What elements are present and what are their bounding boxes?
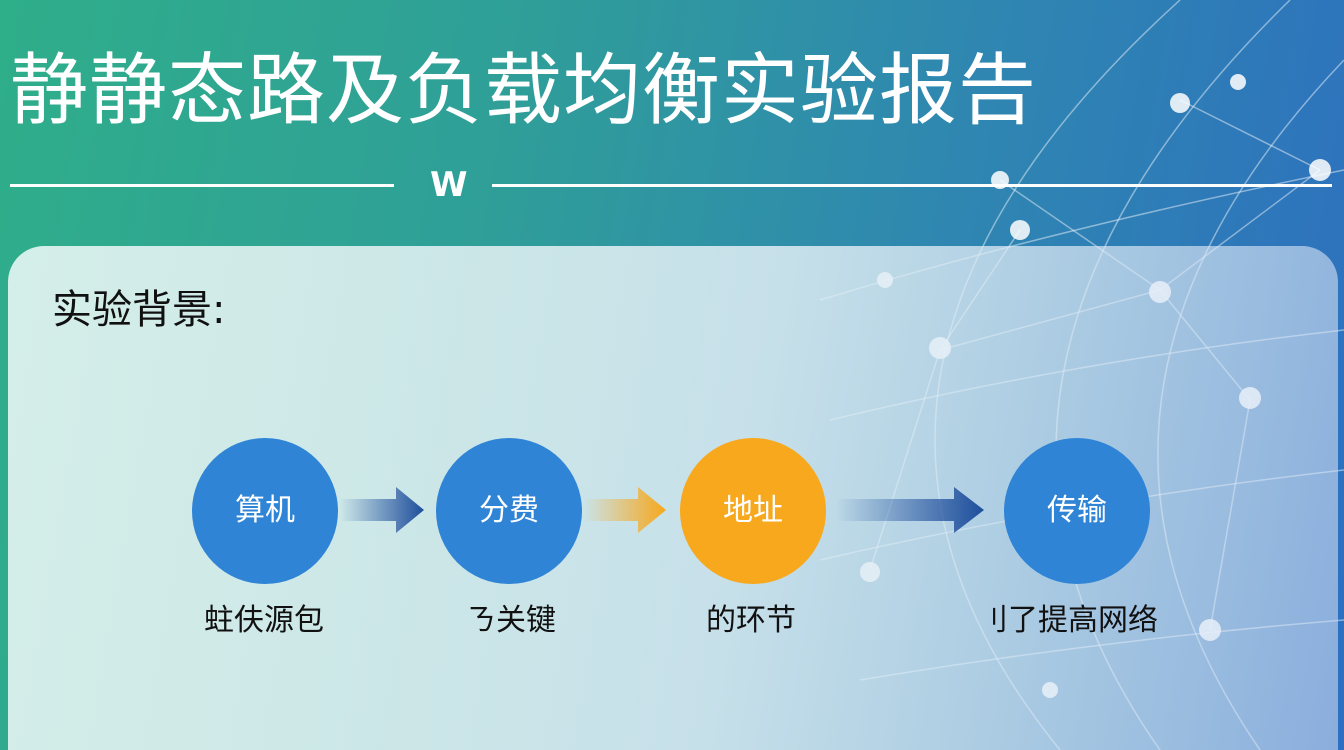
step-circle-1: 算机 — [192, 438, 338, 584]
arrow-right-icon — [340, 487, 424, 533]
step-label: 传输 — [1047, 493, 1107, 528]
title-divider-right — [492, 184, 1332, 187]
title-divider-left — [10, 184, 394, 187]
step-circle-4: 传输 — [1004, 438, 1150, 584]
step-circle-3: 地址 — [680, 438, 826, 584]
arrow-right-icon — [584, 487, 666, 533]
section-label: 实验背景: — [52, 287, 226, 333]
step-label: 分费 — [479, 493, 539, 528]
step-caption-4: 刂了提高网络 — [978, 603, 1158, 638]
slide-title: 静静态路及负载均衡实验报告 — [10, 46, 1038, 136]
step-circle-2: 分费 — [436, 438, 582, 584]
step-label: 地址 — [723, 493, 783, 528]
step-caption-1: 蛀伕源包 — [204, 603, 324, 638]
step-caption-2: ㄋ关键 — [466, 603, 556, 638]
step-label: 算机 — [235, 493, 295, 528]
logo-icon: W — [430, 165, 468, 205]
arrow-right-icon — [836, 487, 984, 533]
step-caption-3: 的环节 — [706, 603, 796, 638]
